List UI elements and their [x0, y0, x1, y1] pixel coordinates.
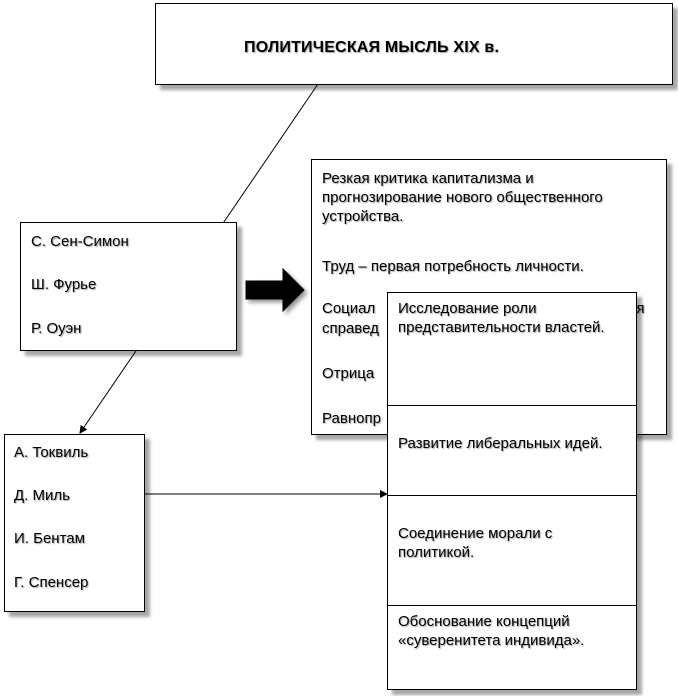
utopians-box: С. Сен-Симон Ш. Фурье Р. Оуэн: [20, 222, 237, 351]
utopian-name: Ш. Фурье: [31, 276, 97, 293]
idea-equality-partial: Равнопр: [322, 410, 381, 427]
liberal-idea-cell: Обоснование концепций «суверенитета инди…: [388, 605, 636, 689]
idea-negation-partial: Отрица: [322, 365, 375, 382]
liberal-idea-text: Соединение морали с политикой.: [398, 525, 553, 561]
liberal-idea-cell: Исследование роли представительности вла…: [388, 293, 636, 405]
liberal-idea-cell: Развитие либеральных идей.: [388, 405, 636, 495]
liberal-idea-cell: Соединение морали с политикой.: [388, 495, 636, 605]
liberal-idea-text: Обоснование концепций «суверенитета инди…: [398, 613, 585, 649]
liberal-name: Д. Миль: [14, 487, 70, 504]
utopian-name: С. Сен-Симон: [31, 233, 129, 250]
idea-labor: Труд – первая потребность личности.: [322, 258, 584, 275]
right-arrow-icon: [245, 267, 305, 313]
utopian-name: Р. Оуэн: [31, 320, 82, 337]
page-title: ПОЛИТИЧЕСКАЯ МЫСЛЬ XIX в.: [244, 39, 500, 56]
liberal-name: А. Токвиль: [14, 444, 89, 461]
liberal-name: И. Бентам: [14, 530, 85, 547]
idea-critique: Резкая критика капитализма и прогнозиров…: [322, 170, 603, 225]
liberal-name: Г. Спенсер: [14, 574, 89, 591]
idea-social-partial: Социал: [322, 300, 376, 317]
liberal-idea-text: Исследование роли представительности вла…: [398, 300, 605, 336]
idea-justice-partial: справед: [322, 320, 379, 337]
title-box: ПОЛИТИЧЕСКАЯ МЫСЛЬ XIX в.: [155, 3, 673, 85]
liberal-idea-text: Развитие либеральных идей.: [398, 435, 603, 452]
liberal-ideas-box: Исследование роли представительности вла…: [387, 292, 637, 690]
liberals-box: А. Токвиль Д. Миль И. Бентам Г. Спенсер: [4, 434, 145, 612]
